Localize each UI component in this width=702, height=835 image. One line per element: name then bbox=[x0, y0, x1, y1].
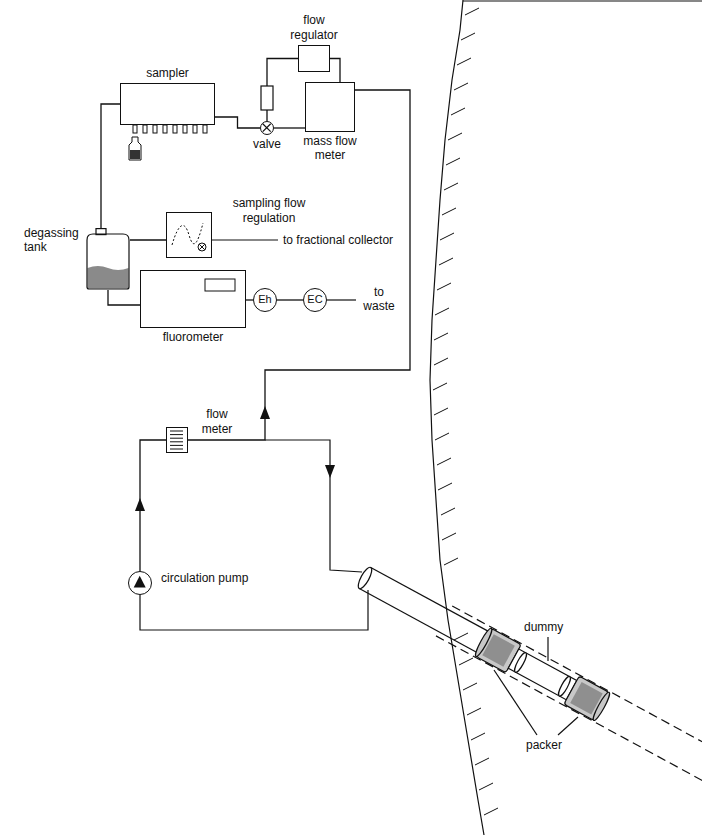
sampling-flow-regulator: sampling flow regulation bbox=[166, 212, 212, 258]
sampler-outlet bbox=[193, 125, 197, 133]
pipe-connector bbox=[188, 90, 410, 440]
pipe-connector bbox=[108, 290, 140, 305]
pipe-connector bbox=[140, 440, 166, 571]
component-symbol bbox=[261, 122, 272, 133]
waste-outlet-pipe bbox=[327, 299, 356, 300]
collector-outlet-pipe bbox=[212, 239, 278, 240]
scale-ticks bbox=[170, 431, 183, 449]
tank-body bbox=[87, 234, 129, 289]
component-label: sampling flow regulation bbox=[223, 196, 315, 225]
dummy-body bbox=[508, 649, 576, 700]
pipe-connector bbox=[246, 299, 253, 300]
packer-end bbox=[473, 627, 494, 658]
pipe-connector bbox=[277, 299, 303, 300]
circulation-pump: circulation pump bbox=[128, 571, 152, 595]
leader-line bbox=[558, 717, 578, 735]
sample-bottle bbox=[129, 137, 141, 160]
component-label: flow meter bbox=[197, 407, 237, 436]
flow-arrow bbox=[135, 498, 145, 511]
sampler-box: sampler bbox=[120, 83, 215, 125]
regulation-valve bbox=[198, 243, 206, 251]
component-label: valve bbox=[253, 137, 281, 151]
pipe-connector bbox=[130, 239, 166, 240]
sampler-outlet bbox=[203, 125, 207, 133]
valve-cross bbox=[263, 124, 271, 132]
sampler-outlet bbox=[133, 125, 137, 133]
valve-symbol: valve bbox=[260, 121, 274, 135]
ec-sensor: EC bbox=[303, 288, 327, 312]
component-label: mass flow meter bbox=[300, 134, 360, 163]
rock-top-edge bbox=[463, 0, 702, 1]
rock-face bbox=[430, 0, 484, 835]
mass-flow-meter-box: mass flow meter bbox=[305, 82, 355, 132]
component-label: EC bbox=[307, 293, 322, 306]
display-window bbox=[205, 279, 235, 291]
component-label: degassing tank bbox=[24, 226, 82, 255]
tank-liquid bbox=[88, 266, 129, 289]
rock-hatching bbox=[433, 8, 498, 815]
pipe-connector bbox=[101, 104, 120, 228]
degassing-tank: degassing tank bbox=[86, 228, 130, 290]
casing-tube bbox=[359, 589, 478, 653]
leader-line bbox=[547, 637, 548, 661]
packer-end bbox=[591, 691, 612, 722]
component-symbol bbox=[141, 271, 244, 326]
regulation-valve-cross bbox=[199, 244, 205, 250]
component-symbol bbox=[129, 572, 150, 593]
pipe-connector bbox=[330, 59, 340, 83]
component-label: circulation pump bbox=[161, 571, 248, 585]
casing-tube bbox=[371, 567, 490, 631]
part-name: dummy bbox=[524, 620, 563, 634]
eh-sensor: Eh bbox=[253, 288, 277, 312]
flow-arrow bbox=[325, 465, 335, 478]
component-label: Eh bbox=[258, 293, 271, 306]
sampler-outlet bbox=[153, 125, 157, 133]
component-label: sampler bbox=[146, 66, 189, 80]
outlet-note: to waste bbox=[360, 285, 398, 314]
sampler-outlet bbox=[173, 125, 177, 133]
component-symbol bbox=[86, 228, 130, 290]
flow-arrow bbox=[260, 406, 270, 419]
part-name: packer bbox=[526, 738, 562, 752]
sample-liquid bbox=[130, 150, 140, 159]
pipe-connector bbox=[215, 117, 260, 128]
sampler-outlet bbox=[183, 125, 187, 133]
pump-triangle bbox=[134, 576, 146, 588]
flow-regulator-box: flow regulator bbox=[298, 45, 330, 72]
outlet-note: to fractional collector bbox=[283, 233, 393, 247]
flow-curve bbox=[172, 223, 203, 245]
return-pipe bbox=[140, 590, 368, 630]
component-symbol bbox=[167, 428, 186, 451]
component-label: fluorometer bbox=[163, 330, 224, 344]
filter-cartridge bbox=[261, 86, 273, 110]
circulation-pipe bbox=[265, 440, 362, 572]
fluorometer-box: fluorometer bbox=[140, 270, 246, 328]
pipe-connector bbox=[274, 127, 305, 128]
sampler-outlet bbox=[163, 125, 167, 133]
casing-tube-end bbox=[356, 566, 374, 591]
borehole-wall bbox=[452, 606, 702, 768]
sampler-outlet bbox=[143, 125, 147, 133]
component-symbol bbox=[167, 213, 210, 256]
borehole-wall bbox=[436, 636, 702, 798]
flow-meter-gauge: flow meter bbox=[166, 427, 188, 453]
dummy-ring bbox=[513, 651, 529, 673]
component-label: flow regulator bbox=[282, 13, 346, 42]
